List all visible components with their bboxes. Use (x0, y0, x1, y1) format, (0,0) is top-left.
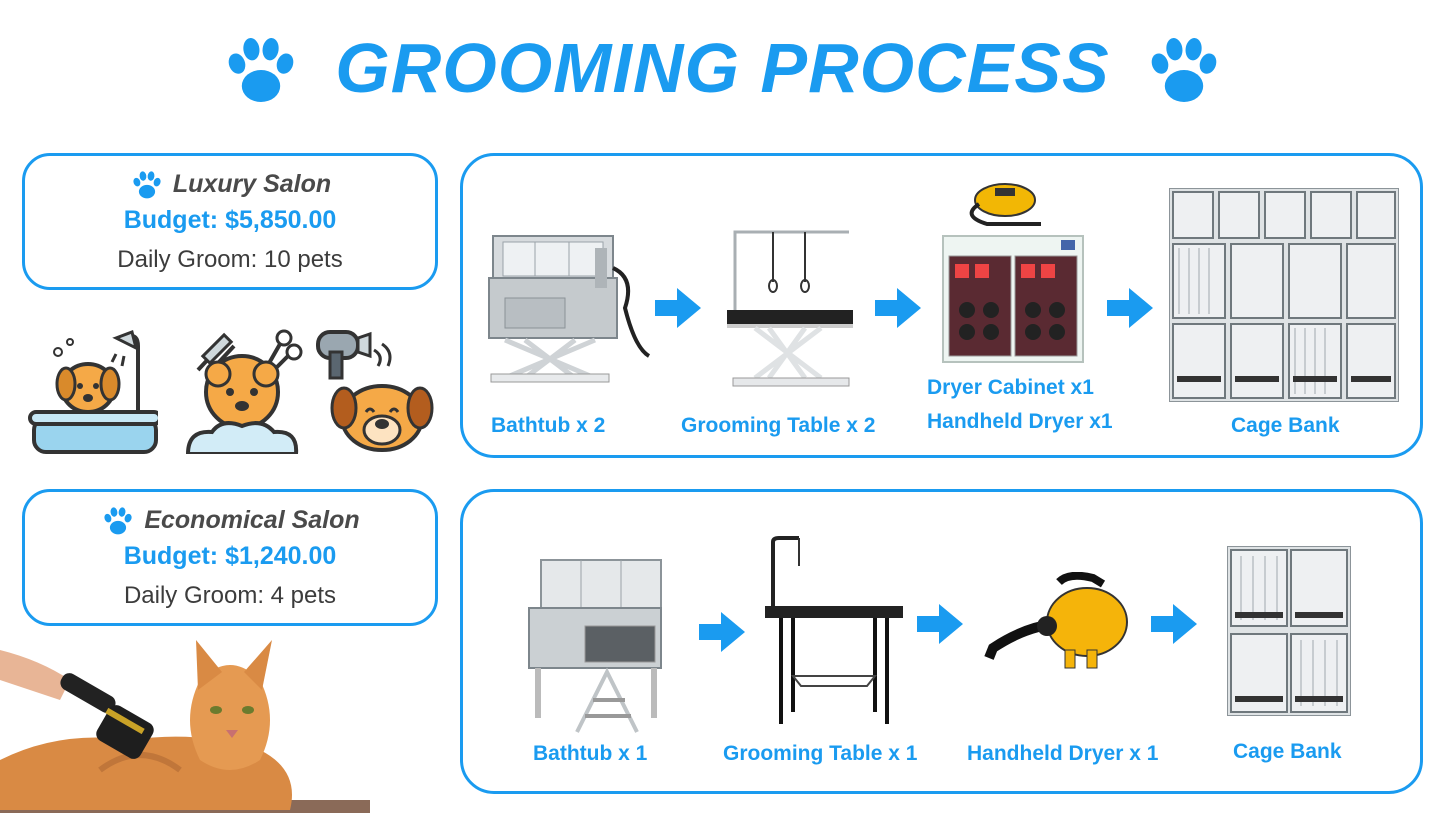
luxury-process-flow: Bathtub x 2 Grooming Table x 2 Dryer Cab… (460, 153, 1423, 458)
luxury-step-1-label: Bathtub x 2 (491, 414, 606, 437)
title-row: GROOMING PROCESS (0, 18, 1445, 118)
paw-icon (103, 506, 134, 535)
arrow-right-icon (655, 288, 701, 328)
economical-budget: Budget: $1,240.00 (123, 542, 337, 570)
arrow-right-icon (917, 604, 963, 644)
bathtub-icon (488, 235, 651, 383)
grooming-table-icon (765, 536, 903, 724)
grooming-table-icon (727, 230, 853, 387)
bathtub-icon (528, 559, 662, 733)
luxury-salon-name-row: Luxury Salon (25, 168, 435, 200)
luxury-budget: Budget: $5,850.00 (123, 206, 337, 234)
economical-step-4-label: Cage Bank (1233, 740, 1342, 763)
economical-step-1-label: Bathtub x 1 (533, 742, 648, 765)
dryer-cabinet-icon (942, 183, 1084, 363)
dog-bath-icon (28, 330, 158, 454)
paw-icon (1148, 36, 1219, 102)
economical-step-2-label: Grooming Table x 1 (723, 742, 918, 765)
economical-salon-info: Economical Salon Budget: $1,240.00 Daily… (22, 489, 438, 626)
luxury-step-4-label: Cage Bank (1231, 414, 1340, 437)
cage-bank-icon (1227, 546, 1351, 716)
economical-salon-name-row: Economical Salon (25, 504, 435, 536)
economical-process-flow: Bathtub x 1 Grooming Table x 1 Handheld … (460, 489, 1423, 794)
paw-icon (132, 170, 162, 199)
cage-bank-icon (1169, 188, 1399, 402)
arrow-right-icon (699, 612, 745, 652)
luxury-salon-info: Luxury Salon Budget: $5,850.00 Daily Gro… (22, 153, 438, 290)
luxury-step-3-label: Dryer Cabinet x1 (927, 376, 1094, 399)
economical-salon-name: Economical Salon (144, 505, 360, 534)
luxury-salon-name: Luxury Salon (172, 169, 332, 198)
page-title: GROOMING PROCESS (335, 29, 1110, 107)
economical-step-3-label: Handheld Dryer x 1 (967, 742, 1159, 765)
luxury-step-2-label: Grooming Table x 2 (681, 414, 876, 437)
luxury-daily-groom: Daily Groom: 10 pets (117, 246, 343, 273)
dog-haircut-icon (185, 329, 303, 454)
paw-icon (226, 36, 297, 102)
luxury-step-3-label-2: Handheld Dryer x1 (927, 410, 1113, 433)
economical-daily-groom: Daily Groom: 4 pets (123, 582, 337, 609)
dog-grooming-illustrations (28, 322, 438, 457)
arrow-right-icon (1151, 604, 1197, 644)
arrow-right-icon (875, 288, 921, 328)
dog-blow-dry-icon (316, 330, 434, 452)
cat-brushing-photo (0, 620, 370, 813)
arrow-right-icon (1107, 288, 1153, 328)
handheld-dryer-icon (984, 572, 1128, 669)
